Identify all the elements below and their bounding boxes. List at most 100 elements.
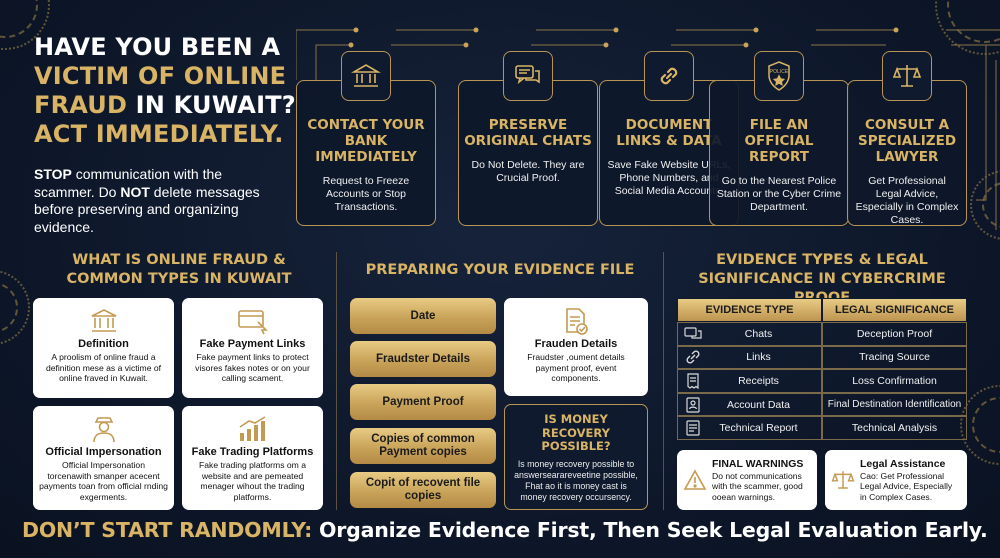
warnings-desc: Do not communications with the scammer, …: [712, 470, 803, 502]
badge-text: POLICE: [770, 69, 789, 75]
card-click-icon: [236, 306, 270, 336]
warnings-title: FINAL WARNINGS: [712, 457, 804, 470]
legal-assistance-box: Legal Assistance Cao: Get Professional L…: [825, 450, 967, 510]
step-title: PRESERVE ORIGINAL CHATS: [464, 117, 592, 149]
recovery-desc: Is money recovery possible to answersear…: [514, 458, 638, 502]
step-title: CONTACT YOUR BANK IMMEDIATELY: [307, 117, 425, 165]
link-icon: [644, 51, 694, 101]
evidence-table: EVIDENCE TYPE LEGAL SIGNIFICANCE Chats D…: [677, 298, 967, 440]
headline-line-1: HAVE YOU BEEN A: [34, 33, 281, 61]
mandala-ornament: [0, 270, 30, 345]
step-title: DOCUMENT LINKS & DATA: [616, 117, 722, 149]
temple-icon: [87, 306, 121, 336]
evidence-type-cell: Technical Report: [719, 422, 798, 435]
card-desc: Fake trading platforms om a website and …: [199, 460, 306, 502]
intro-text-2: delete messages before preserving and or…: [34, 183, 260, 235]
headline-in-kuwait: IN KUWAIT?: [127, 91, 296, 119]
fraud-card-impersonation: Official Impersonation Official Imperson…: [33, 406, 174, 510]
step-desc: Go to the Nearest Police Station or the …: [716, 175, 842, 213]
section-divider: [336, 252, 337, 510]
circuit-lines: [296, 27, 1000, 230]
evidence-type-cell: Links: [746, 351, 771, 364]
headline-fraud: FRAUD: [34, 91, 128, 119]
step-contact-bank: CONTACT YOUR BANK IMMEDIATELY Request to…: [296, 51, 436, 226]
step-desc: Get Professional Legal Advice, Especiall…: [855, 175, 959, 226]
money-recovery-box: IS MONEY RECOVERY POSSIBLE? Is money rec…: [504, 404, 648, 510]
table-header: EVIDENCE TYPE LEGAL SIGNIFICANCE: [677, 298, 967, 322]
receipt-icon: [684, 373, 710, 389]
headline-line-4: ACT IMMEDIATELY.: [34, 120, 284, 148]
intro-text: STOP communication with the scammer. Do …: [34, 166, 270, 236]
evidence-type-cell: Receipts: [738, 374, 779, 387]
evidence-item-date: Date: [350, 298, 496, 334]
step-preserve-chats: PRESERVE ORIGINAL CHATS Do Not Delete. T…: [458, 51, 598, 226]
chat-icon: [684, 327, 710, 341]
fraud-card-trading: Fake Trading Platforms Fake trading plat…: [182, 406, 323, 510]
legal-title: Legal Assistance: [860, 457, 946, 470]
significance-cell: Deception Proof: [822, 322, 967, 346]
intro-text-1: communication with the scammer. Do: [34, 166, 223, 200]
intro-not: NOT: [120, 183, 150, 200]
bank-icon: [341, 51, 391, 101]
evidence-item-recovent: Copit of recovent file copies: [350, 472, 496, 508]
chat-icon: [503, 51, 553, 101]
intro-stop: STOP: [34, 166, 72, 182]
legal-desc: Cao: Get Professional Legal Advice, Espe…: [860, 470, 953, 502]
headline-line-3: FRAUD IN KUWAIT?: [34, 91, 296, 120]
fraud-section-title: WHAT IS ONLINE FRAUD & COMMON TYPES IN K…: [66, 252, 292, 287]
link-icon: [684, 350, 710, 364]
fraud-card-fake-payment: Fake Payment Links Fake payment links to…: [182, 298, 323, 398]
fraud-card-definition: Definition A proolism of online fraud a …: [33, 298, 174, 398]
final-warnings-box: FINAL WARNINGS Do not communications wit…: [677, 450, 817, 510]
header-legal-significance: LEGAL SIGNIFICANCE: [822, 298, 967, 322]
table-row: Chats Deception Proof: [677, 322, 967, 346]
account-icon: [684, 396, 710, 413]
significance-cell: Technical Analysis: [822, 416, 967, 440]
scales-icon: [882, 51, 932, 101]
table-row: Account Data Final Destination Identific…: [677, 392, 967, 417]
step-title: FILE AN OFFICIAL REPORT: [744, 117, 814, 165]
step-desc: Request to Freeze Accounts or Stop Trans…: [322, 175, 410, 213]
table-row: Receipts Loss Confirmation: [677, 369, 967, 393]
significance-cell: Tracing Source: [822, 345, 967, 370]
headline: HAVE YOU BEEN A VICTIM OF ONLINE FRAUD I…: [34, 33, 296, 149]
step-desc: Do Not Delete. They are Crucial Proof.: [471, 159, 585, 184]
report-icon: [684, 420, 710, 436]
bottom-gold-text: DON’T START RANDOMLY:: [22, 518, 313, 542]
step-title: CONSULT A SPECIALIZED LAWYER: [857, 117, 957, 165]
card-desc: Official Impersonation torcenawith smanp…: [39, 460, 168, 502]
significance-cell: Final Destination Identification: [822, 392, 967, 417]
evidence-item-copies: Copies of common Payment copies: [350, 428, 496, 464]
card-desc: Fake payment links to protect visores fa…: [195, 352, 310, 383]
recovery-title: IS MONEY RECOVERY POSSIBLE?: [541, 412, 611, 453]
frauden-details-card: Frauden Details Fraudster ,oument detail…: [504, 298, 648, 396]
card-title: Frauden Details: [534, 338, 618, 350]
table-row: Links Tracing Source: [677, 345, 967, 370]
step-consult-lawyer: CONSULT A SPECIALIZED LAWYER Get Profess…: [847, 51, 967, 226]
card-title: Fake Payment Links: [199, 338, 306, 350]
significance-cell: Loss Confirmation: [822, 369, 967, 393]
section-divider: [663, 252, 664, 510]
evidence-item-payment: Payment Proof: [350, 384, 496, 420]
card-desc: Fraudster ,oument details payment proof,…: [527, 352, 625, 383]
trading-chart-icon: [236, 414, 270, 444]
table-row: Technical Report Technical Analysis: [677, 416, 967, 440]
card-title: Fake Trading Platforms: [191, 446, 314, 458]
evidence-file-title: PREPARING YOUR EVIDENCE FILE: [365, 262, 635, 278]
evidence-type-cell: Account Data: [726, 398, 791, 411]
bottom-banner: DON’T START RANDOMLY: Organize Evidence …: [22, 518, 988, 542]
document-check-icon: [559, 306, 593, 336]
step-file-report: POLICE FILE AN OFFICIAL REPORT Go to the…: [709, 51, 849, 226]
scales-icon: [831, 468, 855, 492]
evidence-item-fraudster: Fraudster Details: [350, 341, 496, 377]
evidence-type-cell: Chats: [744, 327, 773, 340]
police-badge-icon: POLICE: [754, 51, 804, 101]
officer-icon: [87, 414, 121, 444]
card-title: Official Impersonation: [45, 446, 162, 458]
header-evidence-type: EVIDENCE TYPE: [677, 298, 822, 322]
step-desc: Save Fake Website URLs, Phone Numbers, a…: [607, 159, 731, 197]
card-title: Definition: [78, 338, 129, 350]
warning-icon: [683, 469, 707, 491]
bottom-white-text: Organize Evidence First, Then Seek Legal…: [312, 518, 988, 542]
